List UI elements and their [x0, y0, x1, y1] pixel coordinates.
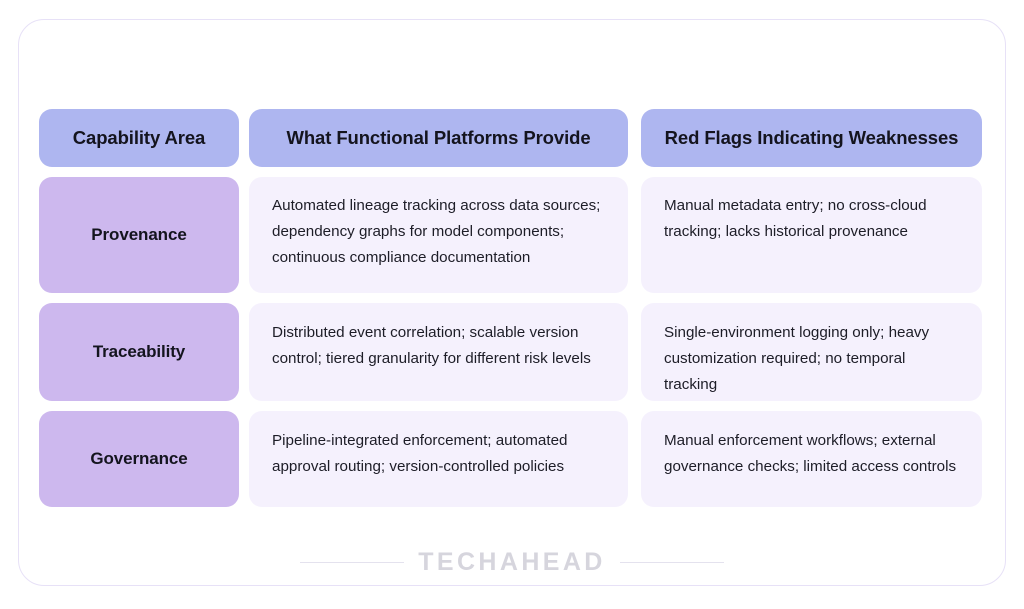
capability-area-governance: Governance — [39, 411, 239, 507]
footer-rule-right — [619, 561, 724, 563]
platforms-provide-provenance: Automated lineage tracking across data s… — [249, 177, 628, 293]
footer-rule-left — [300, 561, 405, 563]
capability-area-provenance: Provenance — [39, 177, 239, 293]
table-row: Traceability Distributed event correlati… — [39, 303, 982, 401]
column-header-capability-area: Capability Area — [39, 109, 239, 167]
capability-comparison-table: Capability Area What Functional Platform… — [39, 109, 982, 507]
red-flags-traceability: Single-environment logging only; heavy c… — [641, 303, 982, 401]
techahead-logo: TECHAHEAD — [418, 547, 606, 576]
platforms-provide-traceability: Distributed event correlation; scalable … — [249, 303, 628, 401]
table-header-row: Capability Area What Functional Platform… — [39, 109, 982, 167]
column-header-what-functional-platforms-provide: What Functional Platforms Provide — [249, 109, 628, 167]
table-row: Governance Pipeline-integrated enforceme… — [39, 411, 982, 507]
content-card: Capability Area What Functional Platform… — [18, 19, 1006, 586]
footer-branding: TECHAHEAD — [19, 547, 1005, 577]
capability-area-traceability: Traceability — [39, 303, 239, 401]
table-row: Provenance Automated lineage tracking ac… — [39, 177, 982, 293]
column-header-red-flags-indicating-weaknesses: Red Flags Indicating Weaknesses — [641, 109, 982, 167]
red-flags-provenance: Manual metadata entry; no cross-cloud tr… — [641, 177, 982, 293]
red-flags-governance: Manual enforcement workflows; external g… — [641, 411, 982, 507]
platforms-provide-governance: Pipeline-integrated enforcement; automat… — [249, 411, 628, 507]
